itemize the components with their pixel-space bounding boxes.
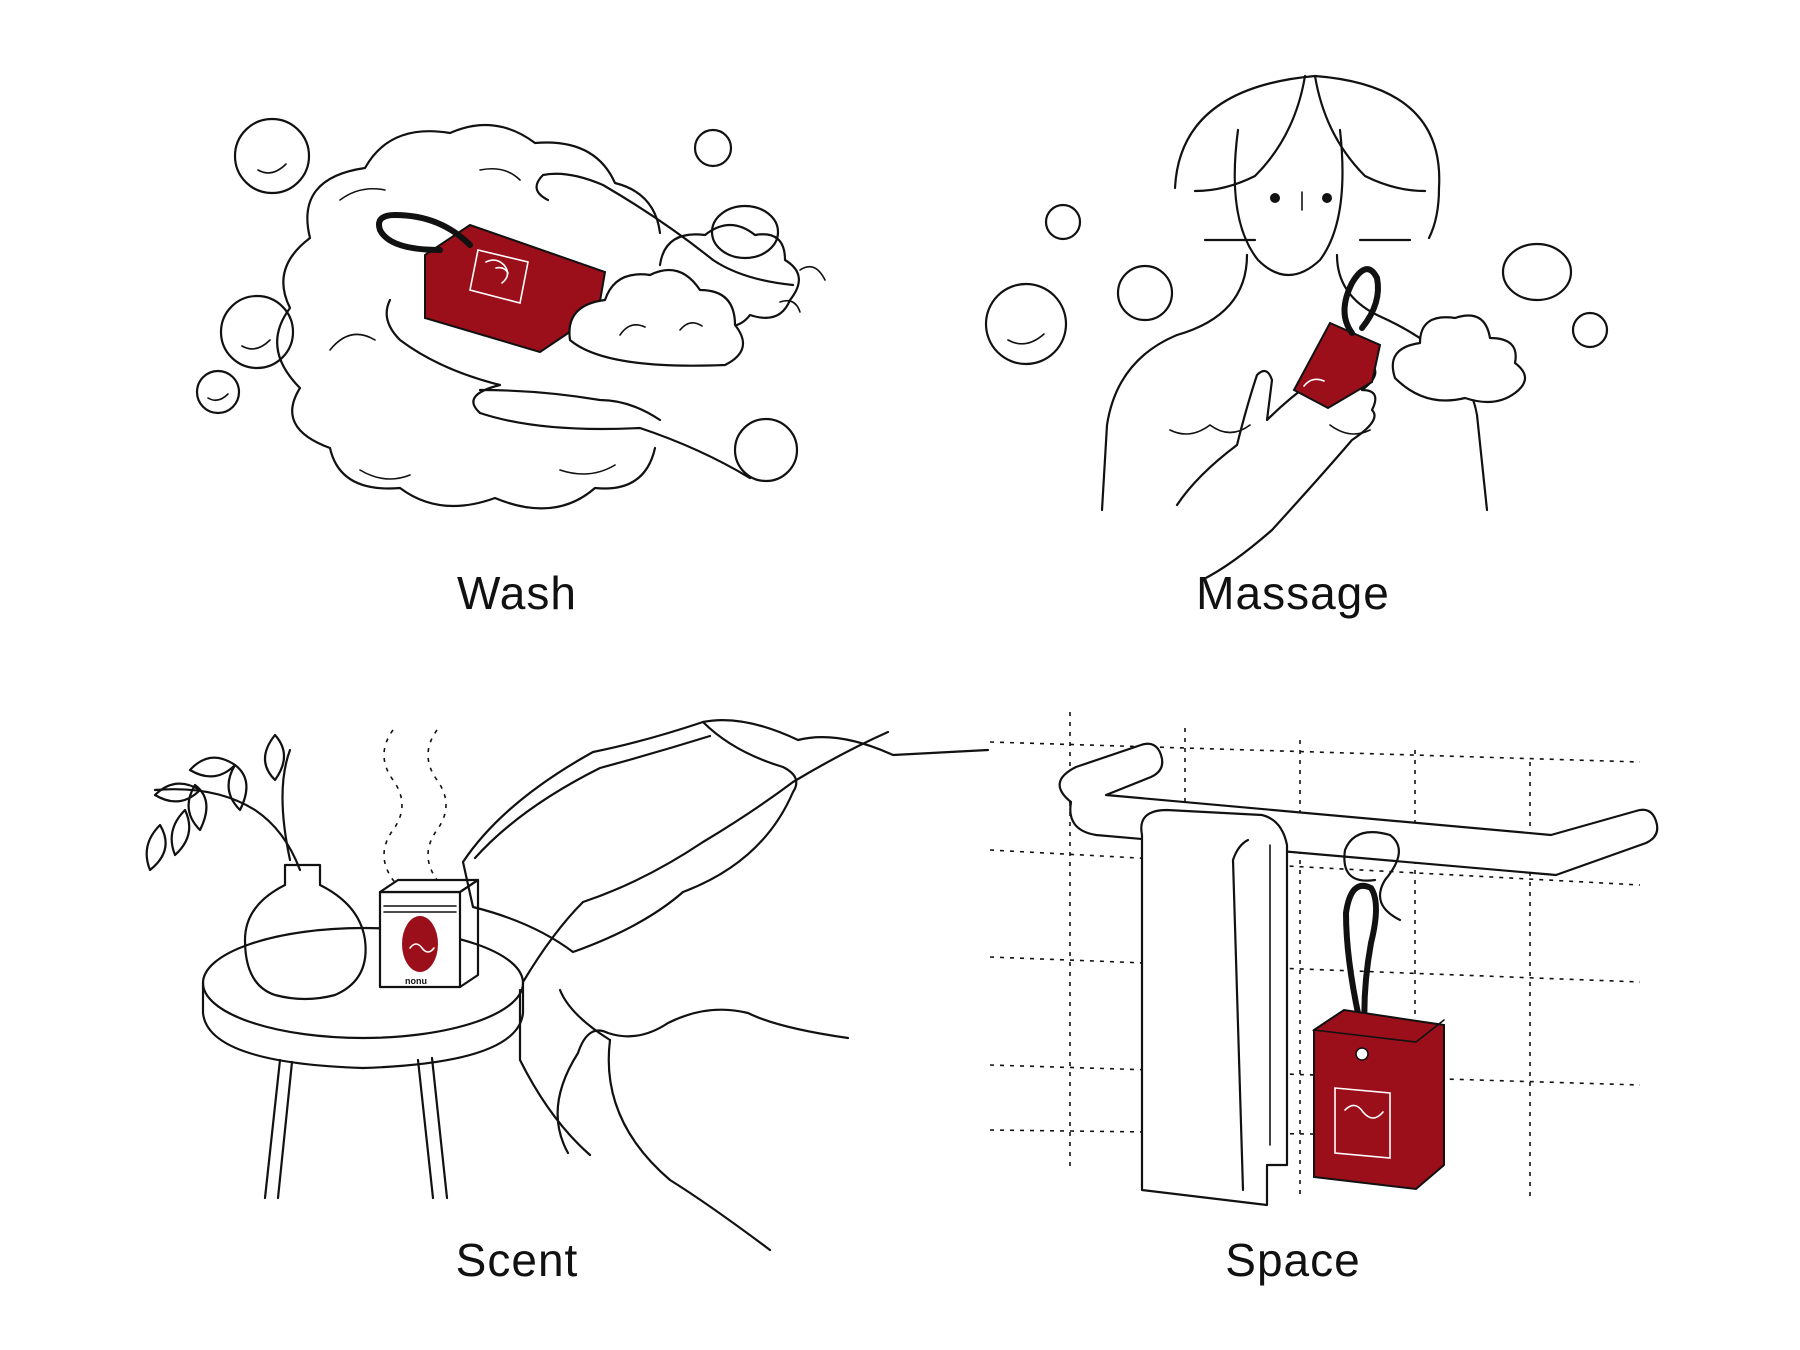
caption-space: Space (1225, 1234, 1361, 1286)
caption-wash: Wash (457, 567, 577, 619)
soap-box-icon: nonu (378, 878, 480, 989)
box-brand-label: nonu (405, 976, 427, 986)
caption-massage: Massage (1196, 567, 1390, 619)
woman-hair (1173, 74, 1441, 240)
s-hook-icon (1343, 831, 1402, 922)
tile-grid (989, 712, 1641, 1202)
wash-illustration (195, 117, 826, 510)
plant-icon (145, 733, 302, 872)
bed-illustration (461, 719, 990, 1252)
bubble-icons (195, 117, 799, 483)
soap-cord (376, 212, 473, 253)
red-soap-bar (1292, 321, 1382, 410)
upper-hand (535, 172, 795, 287)
massage-illustration (984, 74, 1609, 582)
soap-cord (1343, 882, 1379, 1051)
soap-cord (1341, 266, 1381, 336)
scent-illustration: nonu (145, 719, 990, 1252)
vase-icon (243, 863, 367, 1001)
bubble-icons (984, 203, 1609, 366)
towel-icon (1140, 808, 1289, 1207)
caption-scent: Scent (455, 1234, 579, 1286)
lower-hand (385, 298, 752, 480)
foam-cloud (276, 123, 662, 510)
space-illustration (989, 712, 1659, 1207)
red-soap-bar (1311, 1008, 1445, 1191)
red-soap-bar (424, 223, 607, 354)
